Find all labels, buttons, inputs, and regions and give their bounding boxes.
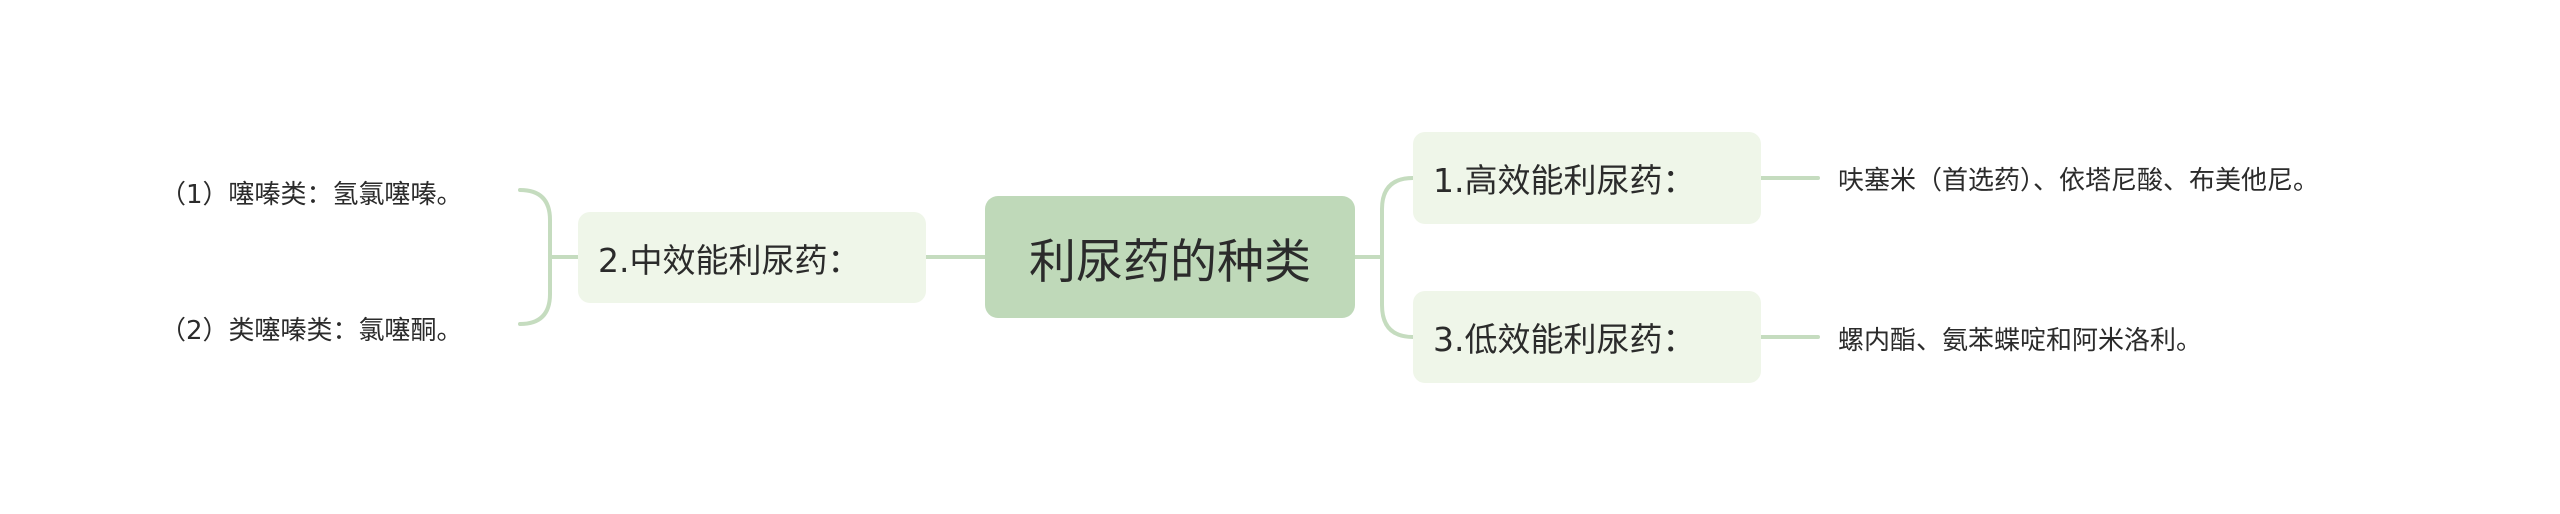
leaf-low-efficacy-drugs[interactable]: 螺内酯、氨苯蝶啶和阿米洛利。 bbox=[1838, 318, 2202, 358]
leaf-thiazide-like[interactable]: （2）类噻嗪类：氯噻酮。 bbox=[160, 308, 463, 348]
leaf-high-efficacy-label: 呋塞米（首选药）、依塔尼酸、布美他尼。 bbox=[1838, 165, 2320, 196]
branch-high-label: 1.高效能利尿药： bbox=[1433, 161, 1696, 200]
leaf-thiazides-label: （1）噻嗪类：氢氯噻嗪。 bbox=[160, 179, 463, 210]
connector-root-to-right bbox=[1353, 176, 1415, 339]
connector-medium-to-leaves bbox=[518, 188, 580, 326]
branch-high-efficacy[interactable]: 1.高效能利尿药： bbox=[1413, 132, 1761, 224]
leaf-high-efficacy-drugs[interactable]: 呋塞米（首选药）、依塔尼酸、布美他尼。 bbox=[1838, 158, 2319, 198]
root-topic-label: 利尿药的种类 bbox=[1029, 234, 1311, 290]
leaf-low-efficacy-label: 螺内酯、氨苯蝶啶和阿米洛利。 bbox=[1838, 325, 2203, 356]
branch-low-efficacy[interactable]: 3.低效能利尿药： bbox=[1413, 291, 1761, 383]
branch-low-label: 3.低效能利尿药： bbox=[1433, 320, 1696, 359]
root-topic[interactable]: 利尿药的种类 bbox=[985, 196, 1355, 318]
branch-medium-label: 2.中效能利尿药： bbox=[598, 240, 861, 280]
leaf-thiazides[interactable]: （1）噻嗪类：氢氯噻嗪。 bbox=[160, 172, 463, 212]
leaf-thiazide-like-label: （2）类噻嗪类：氯噻酮。 bbox=[160, 315, 463, 346]
branch-medium-efficacy[interactable]: 2.中效能利尿药： bbox=[578, 212, 926, 303]
